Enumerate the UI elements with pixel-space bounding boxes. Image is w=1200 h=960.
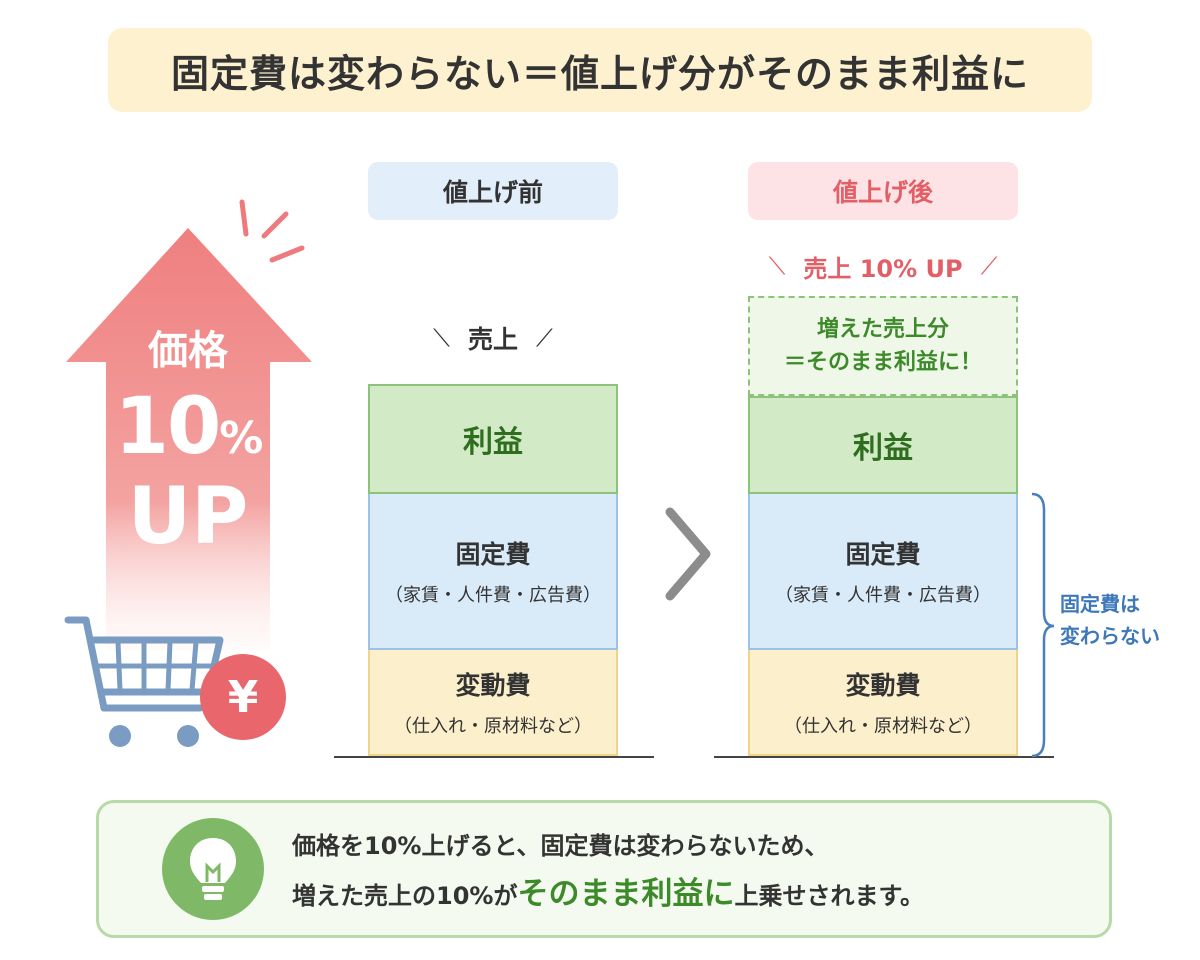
callout-tick-icon: ⟍ <box>433 324 450 352</box>
bracket-icon <box>1031 492 1055 758</box>
sales-label: 売上 <box>467 325 518 354</box>
profit-label: 利益 <box>853 431 913 466</box>
lightbulb-icon <box>190 838 236 900</box>
variable-cost-detail: （仕入れ・原材料など） <box>394 716 592 737</box>
callout-tick-icon: ⟋ <box>980 252 998 280</box>
fixed-cost-label: 固定費 <box>455 540 531 569</box>
sales-up-label: 売上 10% UP <box>803 254 963 283</box>
sparkle-icon <box>239 199 305 263</box>
sales-callout-after: ⟍ 売上 10% UP ⟋ <box>748 246 1018 286</box>
after-variable-cost-segment: 変動費 （仕入れ・原材料など） <box>748 650 1018 756</box>
before-price-label: 値上げ前 <box>368 162 618 220</box>
before-fixed-cost-segment: 固定費 （家賃・人件費・広告費） <box>368 494 618 650</box>
before-profit-segment: 利益 <box>368 384 618 494</box>
fixed-note-line1: 固定費は <box>1060 592 1140 616</box>
arrow-percent-label: 10% <box>114 382 264 472</box>
summary-line2-post: 上乗せされます。 <box>734 882 925 910</box>
variable-cost-label: 変動費 <box>455 671 531 700</box>
summary-line2-pre: 増えた売上の10%が <box>292 882 518 910</box>
after-baseline <box>714 756 1054 758</box>
before-variable-cost-segment: 変動費 （仕入れ・原材料など） <box>368 650 618 756</box>
page-title: 固定費は変わらない＝値上げ分がそのまま利益に <box>170 51 1029 96</box>
fixed-cost-detail: （家賃・人件費・広告費） <box>775 585 991 606</box>
callout-tick-icon: ⟍ <box>768 252 786 280</box>
fixed-cost-label: 固定費 <box>845 540 921 569</box>
yen-symbol: ¥ <box>227 671 259 723</box>
yen-coin-icon: ¥ <box>200 654 286 740</box>
summary-line2: 増えた売上の10%がそのまま利益に上乗せされます。 <box>292 868 1092 913</box>
variable-cost-detail: （仕入れ・原材料など） <box>784 716 982 737</box>
after-profit-segment: 利益 <box>748 396 1018 494</box>
chevron-right-icon <box>665 507 711 601</box>
after-price-label: 値上げ後 <box>748 162 1018 220</box>
fixed-cost-unchanged-note: 固定費は 変わらない <box>1060 588 1190 652</box>
before-baseline <box>334 756 654 758</box>
sales-callout-before: ⟍ 売上 ⟋ <box>368 318 618 358</box>
summary-emphasis: そのまま利益に <box>517 876 735 912</box>
fixed-note-line2: 変わらない <box>1060 624 1160 648</box>
title-banner: 固定費は変わらない＝値上げ分がそのまま利益に <box>108 28 1092 112</box>
summary-note-box <box>96 800 1112 938</box>
profit-label: 利益 <box>463 425 523 460</box>
callout-tick-icon: ⟋ <box>536 324 553 352</box>
variable-cost-label: 変動費 <box>845 671 921 700</box>
fixed-cost-detail: （家賃・人件費・広告費） <box>385 585 601 606</box>
up-arrow-icon <box>66 228 312 650</box>
arrow-price-label: 価格 <box>148 328 228 374</box>
summary-line1: 価格を10%上げると、固定費は変わらないため、 <box>292 832 829 860</box>
after-fixed-cost-segment: 固定費 （家賃・人件費・広告費） <box>748 494 1018 650</box>
extra-sales-line2: ＝そのまま利益に！ <box>783 350 982 375</box>
extra-sales-segment: 増えた売上分 ＝そのまま利益に！ <box>748 296 1018 396</box>
arrow-up-label: UP <box>127 472 249 562</box>
extra-sales-line1: 増えた売上分 <box>816 317 949 342</box>
